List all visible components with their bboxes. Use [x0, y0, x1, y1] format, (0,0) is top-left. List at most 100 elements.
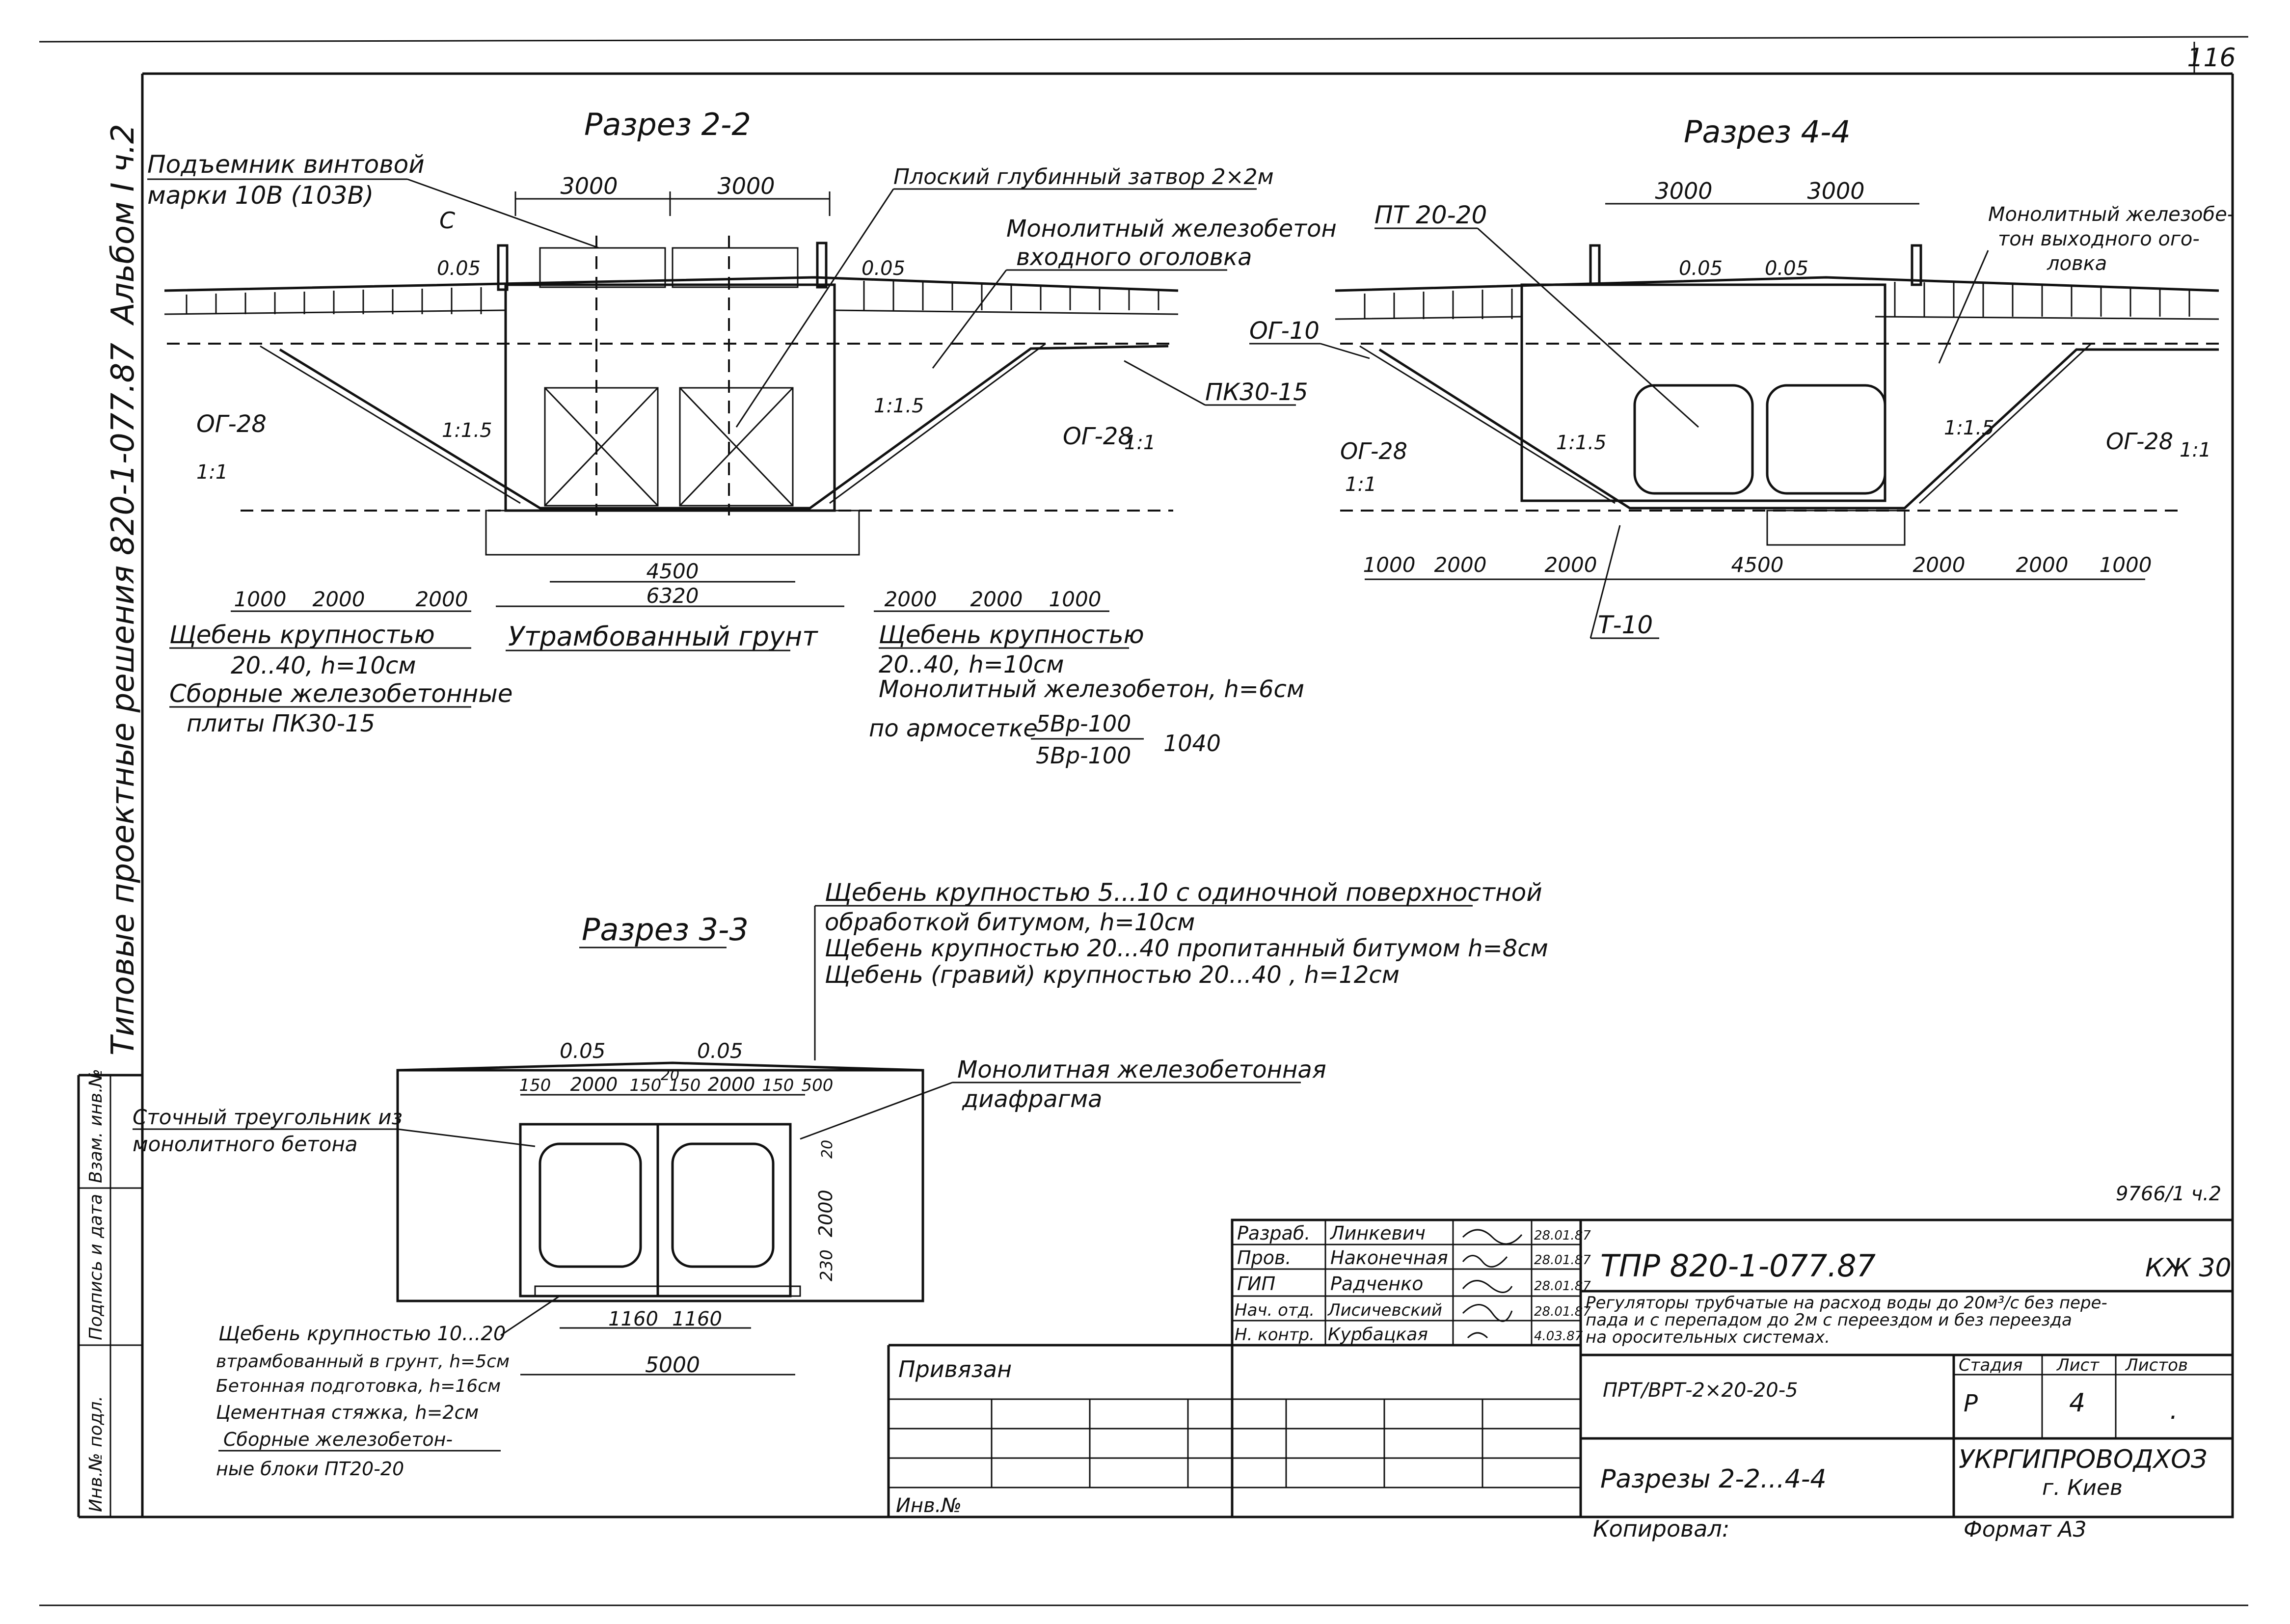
section-3-3-title: Разрез 3-3: [582, 912, 749, 947]
s33-triangle-2: монолитного бетона: [133, 1132, 358, 1156]
series-label: Типовые проектные решения 820-1-077.87: [105, 343, 141, 1056]
album-label: Альбом I ч.2: [105, 124, 141, 326]
s33-d2000b: 2000: [708, 1074, 755, 1095]
section-3-3: Разрез 3-3 Щебень крупностью 5...10 с од…: [133, 878, 1548, 1480]
stamp-desc-2: пада и с перепадом до 2м с переездом и б…: [1586, 1310, 2072, 1330]
s44-ratio-1-a: 1:1: [1345, 473, 1376, 496]
role-2: ГИП: [1237, 1273, 1275, 1295]
vzam-inv-label: Взам. инв.№: [86, 1069, 106, 1183]
inv-no-label: Инв.№: [896, 1494, 962, 1517]
s22-slope-left: 0.05: [437, 257, 481, 280]
s44-dim-1000-r: 1000: [2100, 553, 2152, 577]
role-4: Н. контр.: [1235, 1325, 1315, 1345]
s22-og28-left: ОГ-28: [196, 410, 267, 438]
s44-dim-4500: 4500: [1731, 553, 1784, 577]
s33-v20: 20: [819, 1140, 836, 1159]
copied-label: Копировал:: [1593, 1516, 1729, 1542]
s44-slope-left: 0.05: [1679, 257, 1723, 280]
s22-slabs-left-1: Сборные железобетонные: [169, 679, 513, 708]
s44-slope-right: 0.05: [1765, 257, 1808, 280]
s33-triangle-1: Сточный треугольник из: [133, 1105, 403, 1129]
s33-bottom-6: ные блоки ПТ20-20: [216, 1458, 404, 1480]
s22-dim-r-2000b: 2000: [970, 587, 1023, 611]
s33-d150b: 150: [630, 1076, 662, 1095]
s33-layer-2: Щебень крупностью 20...40 пропитанный би…: [825, 935, 1548, 962]
s44-dim-3000-b: 3000: [1807, 178, 1864, 204]
stamp-mark: КЖ 30: [2145, 1253, 2232, 1283]
s44-dim-1000-l: 1000: [1363, 553, 1416, 577]
s22-mesh-len: 1040: [1163, 730, 1221, 757]
s22-dim-r-1000: 1000: [1049, 587, 1102, 611]
s44-dim-2000-c: 2000: [1913, 553, 1966, 577]
s44-dim-2000-a: 2000: [1434, 553, 1487, 577]
s22-ratio-1-b: 1:1: [1124, 432, 1156, 454]
sheets-header: Листов: [2125, 1355, 2188, 1375]
s33-slope-right: 0.05: [697, 1039, 743, 1063]
role-3: Нач. отд.: [1235, 1300, 1315, 1320]
s22-dim-3000-b: 3000: [717, 173, 775, 199]
s33-v2000: 2000: [815, 1190, 836, 1237]
signature-1: [1462, 1255, 1508, 1268]
s44-dim-3000-a: 3000: [1655, 178, 1712, 204]
org-city: г. Киев: [2042, 1475, 2123, 1500]
signature-0: [1462, 1229, 1523, 1245]
role-0: Разраб.: [1237, 1222, 1310, 1244]
s33-layer-3: Щебень (гравий) крупностью 20...40 , h=1…: [825, 961, 1400, 989]
s33-bottom-1: Щебень крупностью 10...20: [218, 1323, 506, 1345]
stamp-prt: ПРТ/ВРТ-2×20-20-5: [1603, 1379, 1798, 1402]
s22-dim-3000-a: 3000: [560, 173, 618, 199]
s22-lift-label-1: Подъемник винтовой: [147, 150, 425, 179]
s44-ratio-15-b: 1:1.5: [1944, 417, 1994, 439]
s33-diaphragm-1: Монолитная железобетонная: [957, 1056, 1326, 1083]
name-3: Лисичевский: [1327, 1300, 1442, 1320]
stamp-title: Разрезы 2-2...4-4: [1600, 1464, 1827, 1494]
s44-monolith-3: ловка: [2047, 252, 2107, 275]
s44-t10: Т-10: [1598, 611, 1653, 639]
s22-gravel-right-1: Щебень крупностью: [879, 621, 1144, 649]
s22-concrete-label-1: Монолитный железобетон: [1006, 215, 1337, 243]
s22-ratio-15-b: 1:1.5: [874, 395, 924, 417]
inv-podl-label: Инв.№ подл.: [86, 1396, 106, 1512]
stage-value: Р: [1964, 1390, 1978, 1417]
section-2-2: Разрез 2-2: [147, 107, 1337, 769]
sheet-value: 4: [2069, 1388, 2085, 1418]
s22-ratio-1-a: 1:1: [196, 461, 228, 484]
signature-2: [1462, 1280, 1513, 1293]
s33-slope-left: 0.05: [560, 1039, 606, 1063]
s44-ratio-1-b: 1:1: [2180, 439, 2211, 461]
sheets-value: .: [2170, 1396, 2178, 1425]
section-4-4: Разрез 4-4 3000 3000 1000 2000 2000 4500…: [1249, 114, 2234, 639]
sheet-number: 116: [2187, 43, 2236, 73]
s22-gate-label: Плоский глубинный затвор 2×2м: [893, 164, 1274, 189]
s33-d20top: 20: [661, 1067, 679, 1084]
s22-mesh-bottom: 5Вр-100: [1036, 742, 1131, 769]
stamp-desc-1: Регуляторы трубчатые на расход воды до 2…: [1586, 1293, 2107, 1313]
s22-dim-l-1000: 1000: [234, 587, 287, 611]
s22-lift-label-2: марки 10В (103В): [147, 181, 374, 210]
s22-soil: Утрамбованный грунт: [508, 621, 818, 652]
s22-mesh-top: 5Вр-100: [1036, 710, 1131, 737]
s22-gravel-right-2: 20..40, h=10см: [879, 651, 1064, 678]
s33-d500: 500: [802, 1076, 834, 1095]
s22-dim-r-2000a: 2000: [885, 587, 937, 611]
format-label: Формат А3: [1964, 1517, 2087, 1542]
s22-og28-right: ОГ-28: [1063, 423, 1133, 450]
s44-og28-right: ОГ-28: [2106, 428, 2173, 455]
s22-dim-l-2000a: 2000: [313, 587, 365, 611]
s33-d2000a: 2000: [570, 1074, 618, 1095]
s22-slope-right: 0.05: [862, 257, 905, 280]
podpis-data-label: Подпись и дата: [86, 1194, 106, 1340]
s22-c-label: С: [439, 207, 455, 234]
date-3: 28.01.87: [1534, 1304, 1591, 1319]
section-2-2-title: Разрез 2-2: [584, 107, 751, 142]
s44-monolith-2: тон выходного ого-: [1998, 228, 2200, 250]
s22-concrete-label-2: входного оголовка: [1016, 244, 1252, 271]
s44-dim-2000-b: 2000: [1545, 553, 1597, 577]
name-2: Радченко: [1330, 1273, 1423, 1295]
s22-monolith-right: Монолитный железобетон, h=6см: [879, 676, 1304, 703]
s33-layer-1a: Щебень крупностью 5...10 с одиночной пов…: [825, 878, 1542, 907]
date-4: 4.03.87: [1534, 1329, 1583, 1344]
name-4: Курбацкая: [1328, 1325, 1428, 1345]
s33-diaphragm-2: диафрагма: [962, 1085, 1103, 1113]
sheet-header: Лист: [2056, 1355, 2100, 1375]
